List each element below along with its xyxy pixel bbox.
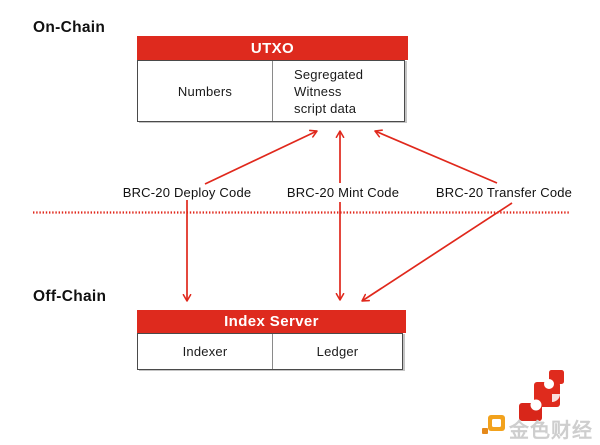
label-brc20-deploy-code: BRC-20 Deploy Code — [122, 185, 252, 200]
arrow-transfer-to-index-server — [361, 202, 513, 302]
index-server-cell-indexer: Indexer — [182, 344, 228, 359]
index-server-box-header: Index Server — [137, 310, 406, 333]
label-brc20-mint-code: BRC-20 Mint Code — [286, 185, 400, 200]
jinse-brand-text: 金色财经 — [509, 420, 593, 442]
utxo-cell-numbers: Numbers — [177, 83, 233, 99]
on-chain-label: On-Chain — [33, 19, 106, 36]
jinse-logo-s-mark-icon — [519, 370, 564, 421]
off-chain-label: Off-Chain — [33, 288, 107, 305]
utxo-box-body: Numbers Segregated Witness script data — [137, 60, 405, 122]
jinse-logo-orange-square-icon — [482, 415, 505, 434]
utxo-cell-segwit-script-data: Segregated Witness script data — [272, 61, 404, 121]
jinse-finance-watermark: 金色财经 — [478, 364, 598, 442]
arrow-transfer-to-utxo — [374, 129, 498, 184]
index-server-cell-ledger: Ledger — [272, 334, 402, 369]
label-brc20-transfer-code: BRC-20 Transfer Code — [435, 185, 573, 200]
arrow-deploy-to-utxo — [204, 129, 318, 185]
index-server-box-body: Indexer Ledger — [137, 333, 403, 370]
index-server-box: Index Server Indexer Ledger — [137, 310, 406, 370]
utxo-box-header: UTXO — [137, 36, 408, 60]
utxo-box: UTXO Numbers Segregated Witness script d… — [137, 36, 408, 122]
